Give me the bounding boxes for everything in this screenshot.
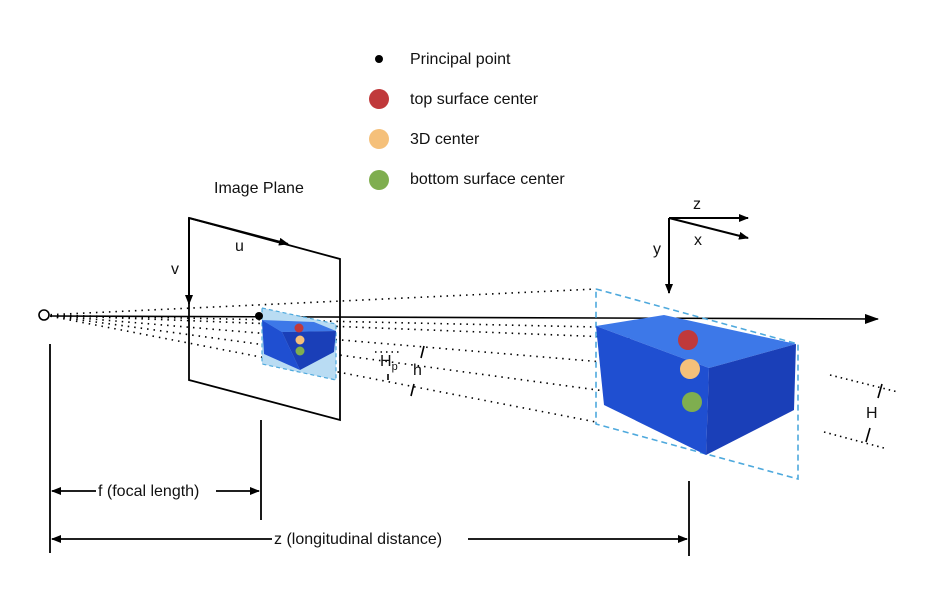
reference-lines	[49, 344, 690, 556]
legend-label-3d-center: 3D center	[410, 131, 480, 148]
hp-label-subscript: p	[392, 361, 398, 373]
projected-bottom-surface-center	[295, 346, 305, 356]
projected-top-surface-center	[294, 323, 304, 333]
projected-box	[261, 307, 337, 381]
legend-item-bottom-surface-center: bottom surface center	[369, 170, 565, 190]
image-plane	[188, 216, 341, 422]
3d-center	[680, 359, 700, 379]
projected-box-side	[282, 331, 336, 370]
principal-point	[255, 312, 263, 320]
world-box	[595, 287, 799, 481]
legend-label-principal-point: Principal point	[410, 51, 511, 68]
image-plane-label: Image Plane	[214, 180, 304, 197]
projected-box-front	[262, 320, 300, 370]
legend-item-principal-point: Principal point	[375, 51, 511, 68]
axis-x-label: x	[694, 232, 702, 249]
projection-rays	[43, 288, 687, 423]
axis-z-label: z	[693, 196, 701, 213]
focal-length-label-bg	[96, 480, 216, 500]
legend-item-top-surface-center: top surface center	[369, 89, 539, 109]
H-label: H	[866, 405, 878, 422]
projected-3d-center	[295, 335, 305, 345]
h-label: h	[413, 362, 422, 379]
axis-y-label: y	[653, 241, 661, 258]
height-markers	[823, 374, 899, 449]
3d-center-marker	[369, 129, 389, 149]
legend-item-3d-center: 3D center	[369, 129, 480, 149]
focal-length-label: f (focal length)	[98, 483, 199, 500]
hp-label: Hp	[380, 353, 398, 373]
optical-axis	[49, 313, 879, 324]
u-label: u	[235, 238, 244, 255]
principal-point-marker	[375, 55, 383, 63]
box-front-face	[596, 326, 709, 455]
hp-h-markers	[375, 345, 425, 397]
hp-label-main: H	[380, 353, 392, 370]
longitudinal-distance-label: z (longitudinal distance)	[274, 531, 442, 548]
camera-center	[38, 309, 50, 321]
legend-label-bottom-surface-center: bottom surface center	[410, 171, 565, 188]
legend: Principal point top surface center 3D ce…	[369, 51, 565, 190]
bottom-surface-center	[682, 392, 702, 412]
legend-label-top-surface-center: top surface center	[410, 91, 539, 108]
top-surface-center-marker	[369, 89, 389, 109]
bottom-surface-center-marker	[369, 170, 389, 190]
box-side-face	[706, 344, 796, 455]
camera-axes	[665, 214, 749, 294]
longitudinal-distance-label-bg	[272, 528, 468, 548]
box-dashed-outline	[595, 287, 799, 481]
v-label: v	[171, 261, 179, 278]
u-axis-arrow	[188, 217, 289, 246]
top-surface-center	[678, 330, 698, 350]
